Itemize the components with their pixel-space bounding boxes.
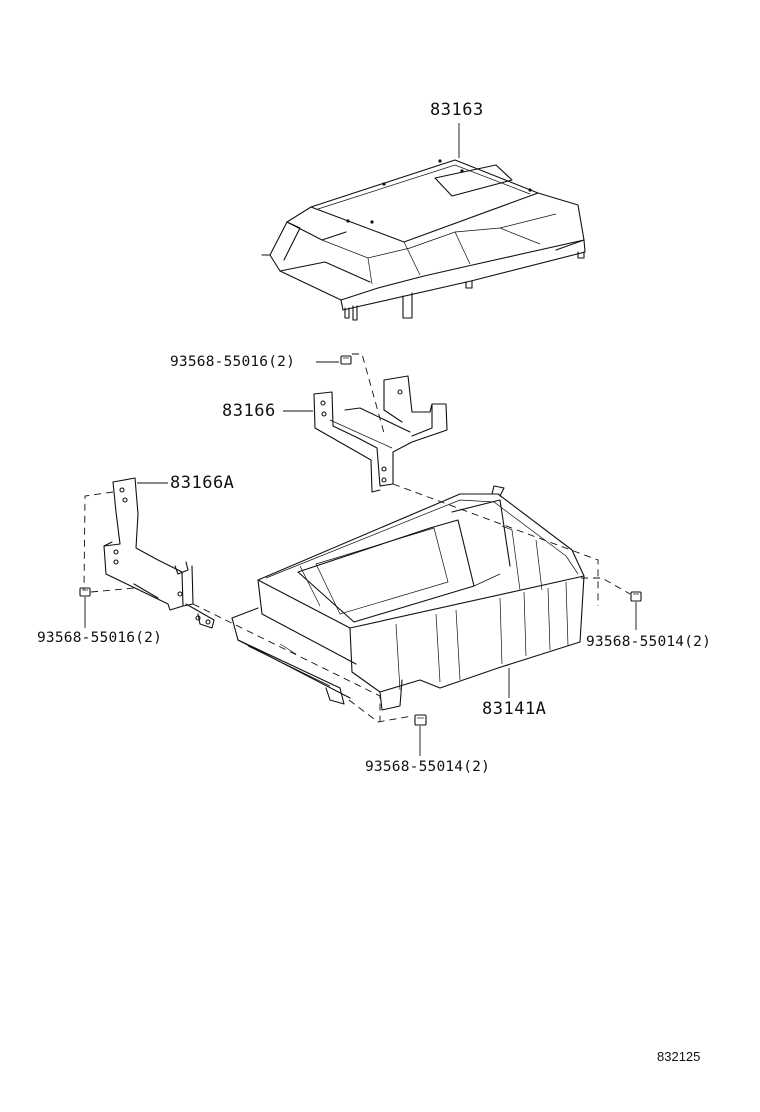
tray-83141a-part [185,485,631,723]
bolt-left-part [79,587,136,628]
bolt-right-part [630,591,642,630]
diagram-reference-number: 832125 [657,1049,701,1064]
cover-83163-part [261,123,586,321]
label-bolt-right: 93568-55014(2) [586,634,712,650]
bracket-83166a-part [83,477,194,611]
label-83141a: 83141A [482,699,547,719]
label-bolt-left: 93568-55016(2) [37,630,163,646]
label-bolt-top: 93568-55016(2) [170,354,296,370]
label-83166a: 83166A [170,473,235,493]
label-83163: 83163 [430,100,484,120]
label-83166: 83166 [222,401,276,421]
bolt-bottom-part [414,714,427,756]
bolt-top-part [316,353,385,434]
bracket-83166-part [283,375,599,606]
label-bolt-bottom: 93568-55014(2) [365,759,491,775]
